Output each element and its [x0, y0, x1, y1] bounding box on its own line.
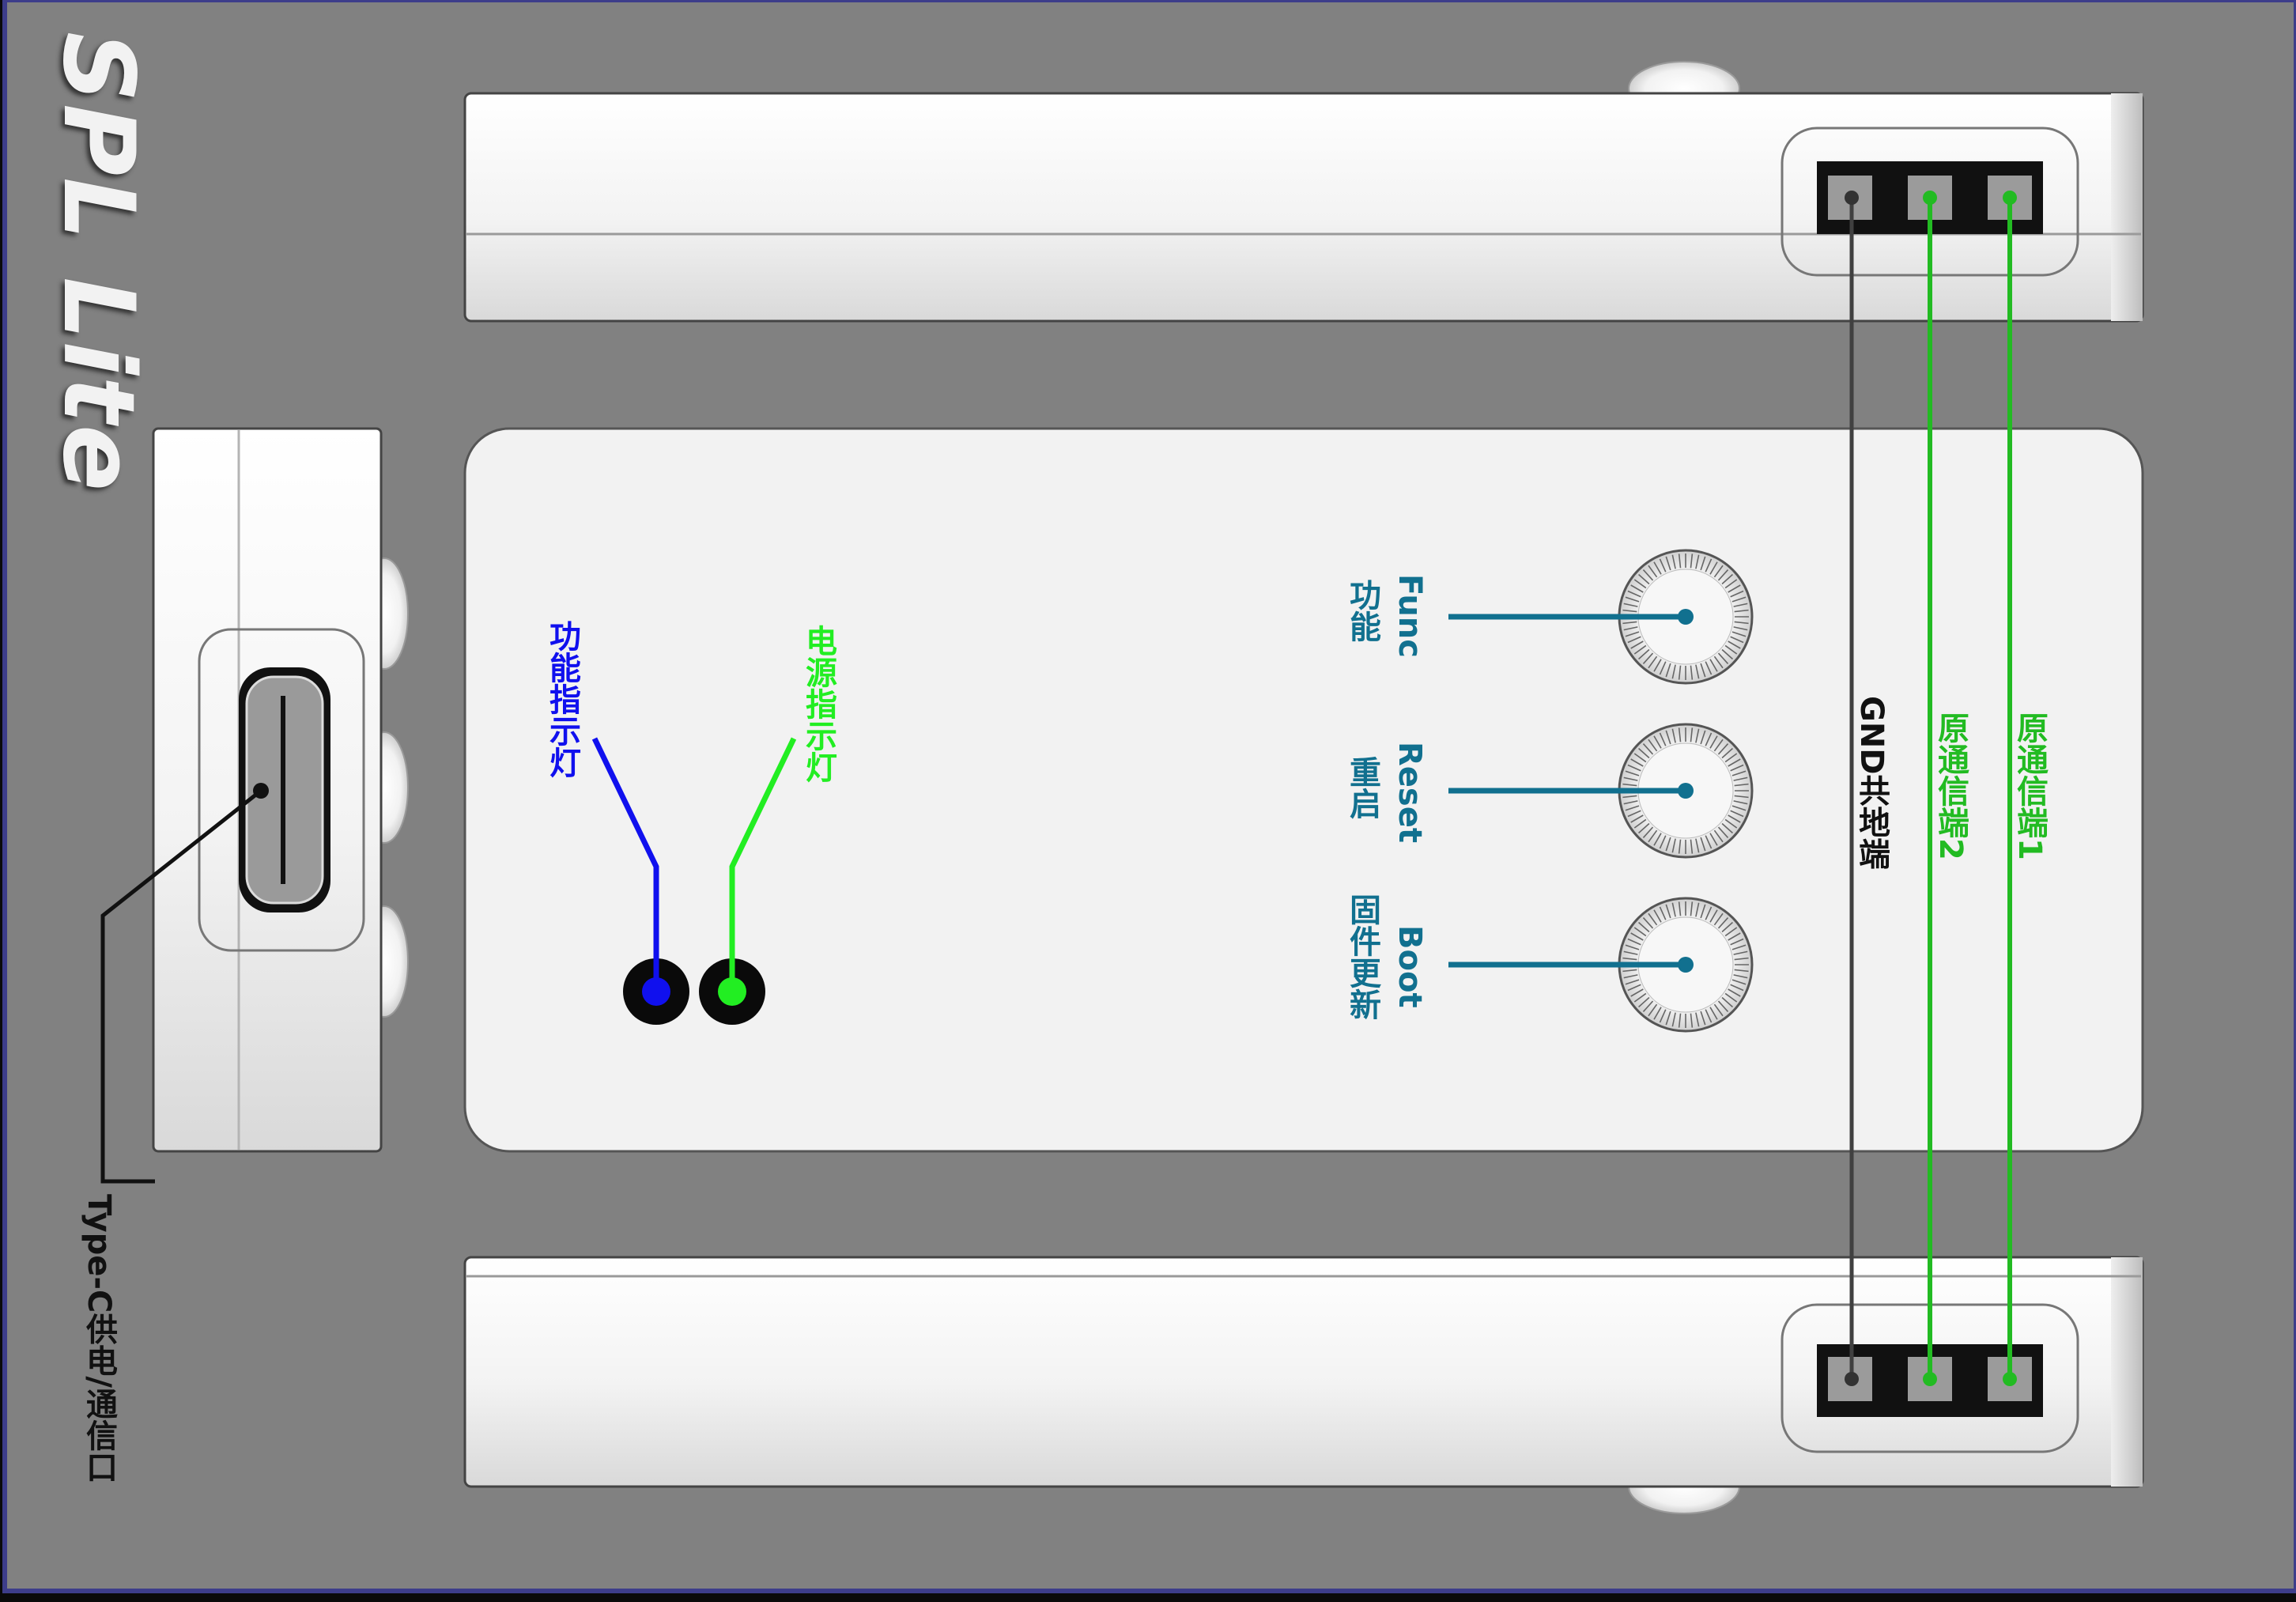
usb-leader-dot [253, 783, 269, 799]
main-panel [463, 427, 2144, 1153]
func-button-zh-label: 功能 [1344, 579, 1380, 642]
usb-port-recess [198, 628, 365, 952]
knob-group [1448, 549, 1754, 1033]
func-button[interactable] [1448, 549, 1754, 685]
bottom-rail-end [2111, 1257, 2143, 1487]
reset-button-en-label: Reset [1392, 742, 1428, 843]
wire-group [1845, 191, 2017, 1386]
bottom-connector-rail [463, 1256, 2144, 1514]
boot-button[interactable] [1448, 897, 1754, 1033]
func-led-label: 功能指示灯 [544, 620, 580, 778]
power-led-label: 电源指示灯 [800, 625, 836, 783]
usb-leader-line [100, 789, 262, 1184]
top-connector-rail [463, 61, 2144, 323]
boot-button-en-label: Boot [1392, 925, 1428, 1008]
top-rail-end [2111, 93, 2143, 321]
main-panel-body [463, 427, 2144, 1153]
usb-module [152, 427, 409, 1153]
gnd-label: GND共地端 [1853, 696, 1890, 870]
usb-port-label: Type-C供电/通信口 [81, 1194, 117, 1483]
signal-1-label: 原通信端1 [2011, 712, 2048, 860]
boot-button-zh-label: 固件更新 [1344, 894, 1380, 1020]
signal-2-label: 原通信端2 [1932, 712, 1969, 860]
func-button-en-label: Func [1392, 574, 1428, 658]
func-led-leader-line [591, 737, 659, 992]
reset-button-zh-label: 重启 [1344, 756, 1380, 819]
reset-button[interactable] [1448, 723, 1754, 859]
device-title: SPL Lite [41, 32, 155, 493]
power-led-leader-line [729, 737, 797, 992]
